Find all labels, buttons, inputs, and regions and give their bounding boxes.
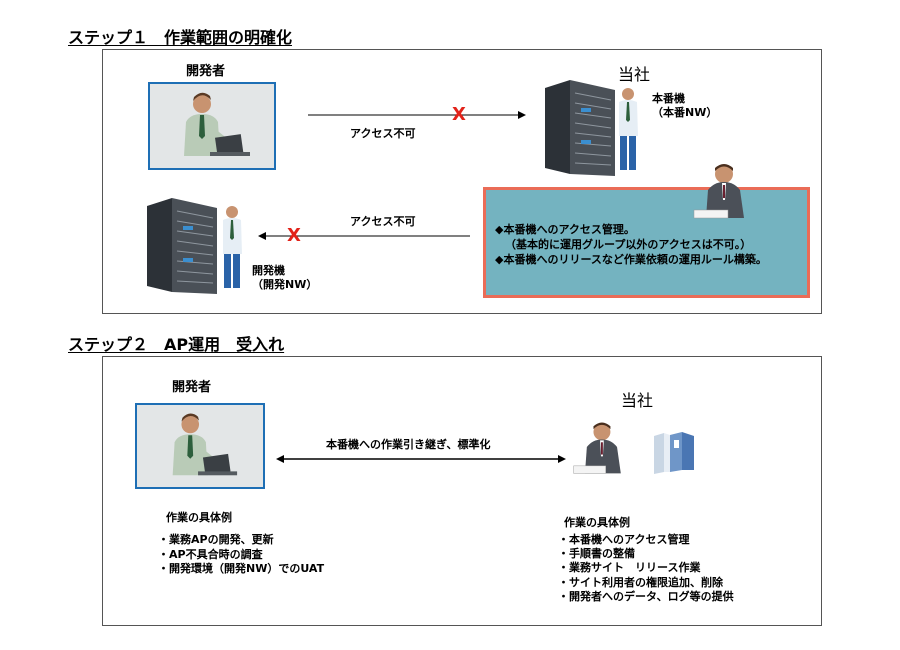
step2-dev-examples-title: 作業の具体例	[166, 511, 232, 524]
step1-policy-note: ◆本番機へのアクセス管理。 （基本的に運用グループ以外のアクセスは不可。） ◆本…	[483, 187, 810, 298]
dev-example-item: ・開発環境（開発NW）でのUAT	[158, 562, 325, 575]
step1-developer-box	[148, 82, 276, 170]
developer-at-laptop-icon	[172, 413, 238, 476]
step2-company-label: 当社	[621, 391, 654, 410]
company-example-item: ・業務サイト リリース作業	[558, 561, 701, 574]
step1-company-label: 当社	[618, 65, 651, 84]
step1-top-arrow-label: アクセス不可	[350, 127, 416, 140]
step1-top-block-mark: X	[452, 104, 466, 125]
step1-dev-server-nw: （開発NW）	[252, 278, 318, 291]
note-line-1: ◆本番機へのアクセス管理。	[495, 223, 635, 236]
step2-handover-arrow	[276, 455, 566, 463]
developer-at-laptop-icon	[184, 92, 250, 156]
company-example-item: ・サイト利用者の権限追加、削除	[558, 576, 723, 589]
developer-standing-icon	[223, 206, 242, 288]
step1-developer-label: 開発者	[186, 64, 226, 79]
note-line-2: （基本的に運用グループ以外のアクセスは不可。）	[505, 238, 752, 251]
step1-bottom-arrow-label: アクセス不可	[350, 215, 416, 228]
staff-writing-icon	[573, 422, 621, 474]
production-server-icon	[545, 80, 615, 176]
step1-bottom-arrow	[258, 232, 470, 240]
dev-example-item: ・業務APの開発、更新	[158, 533, 274, 546]
dev-example-item: ・AP不具合時の調査	[158, 548, 263, 561]
step2-panel	[102, 356, 822, 626]
company-example-item: ・開発者へのデータ、ログ等の提供	[558, 590, 734, 603]
step1-top-arrow	[308, 111, 526, 119]
step2-title: ステップ２ AP運用 受入れ	[68, 335, 285, 354]
step2-arrow-label: 本番機への作業引き継ぎ、標準化	[326, 438, 491, 451]
step1-bottom-block-mark: X	[287, 225, 301, 246]
note-line-3: ◆本番機へのリリースなど作業依頼の運用ルール構築。	[495, 253, 767, 266]
step1-prod-server-nw: （本番NW）	[652, 106, 718, 119]
manager-writing-icon	[693, 164, 744, 219]
binders-icon	[654, 432, 694, 474]
step1-prod-server-label: 本番機	[652, 92, 685, 105]
step1-dev-server-label: 開発機	[252, 264, 285, 277]
step1-title: ステップ１ 作業範囲の明確化	[68, 28, 293, 47]
company-example-item: ・本番機へのアクセス管理	[558, 533, 690, 546]
step2-developer-label: 開発者	[172, 380, 212, 395]
company-example-item: ・手順書の整備	[558, 547, 635, 560]
step2-company-examples-title: 作業の具体例	[564, 516, 630, 529]
step2-developer-box	[135, 403, 265, 489]
operator-person-icon	[619, 88, 638, 170]
development-server-icon	[147, 198, 217, 294]
